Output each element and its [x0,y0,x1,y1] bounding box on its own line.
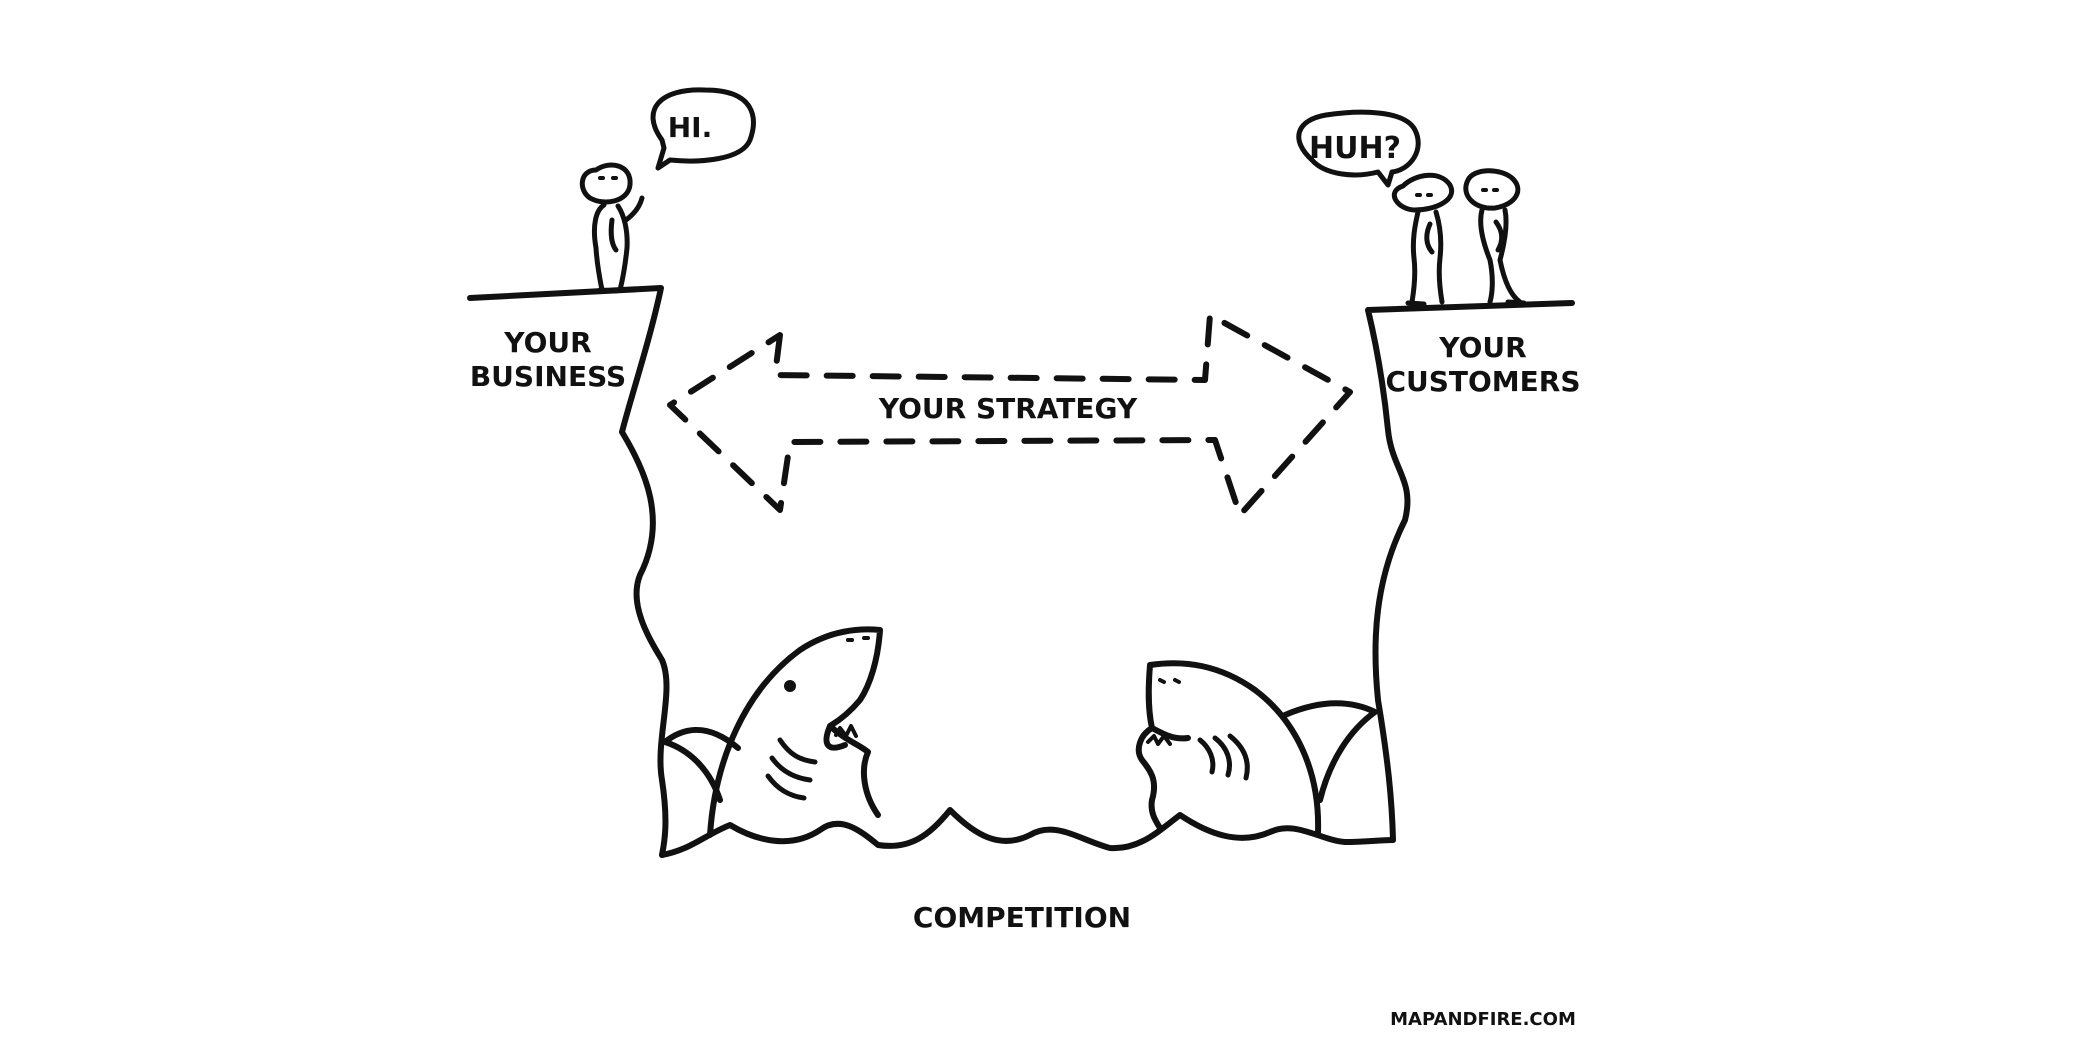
customers-label-line1: YOUR [1438,331,1526,364]
customers-speech-text: HUH? [1309,131,1401,166]
right-cliff [1365,300,1575,843]
business-person [579,162,645,294]
strategy-label: YOUR STRATEGY [878,392,1138,425]
customer-person-1 [1391,172,1455,307]
credit-text: MAPANDFIRE.COM [1390,1009,1576,1030]
customers-label-line2: CUSTOMERS [1385,365,1580,398]
business-label-line1: YOUR [503,326,591,359]
customer-person-2 [1463,168,1527,306]
right-shark [1135,660,1378,835]
business-speech-bubble [650,87,756,171]
water-waves [659,807,1396,858]
customers-speech-bubble [1296,109,1421,188]
business-label-line2: BUSINESS [470,360,626,393]
business-speech-text: HI. [668,111,713,144]
competition-label: COMPETITION [913,901,1131,934]
left-shark [662,626,883,838]
left-cliff [467,285,670,858]
strategy-arrow [667,312,1353,518]
